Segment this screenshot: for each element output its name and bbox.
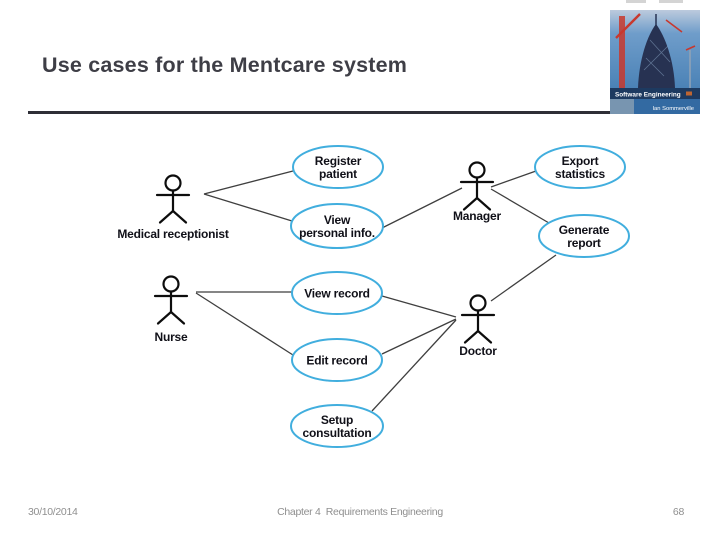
use-case-label: consultation bbox=[303, 426, 372, 440]
cover-author-band-corner bbox=[610, 99, 634, 114]
actor-manager: Manager bbox=[453, 161, 502, 223]
use-case-label: Generate bbox=[559, 223, 610, 237]
crane-icon bbox=[685, 45, 696, 88]
cover-title: Software Engineering bbox=[615, 92, 681, 99]
actor-label: Doctor bbox=[459, 344, 497, 358]
use-case-ellipse bbox=[290, 404, 384, 448]
actor-head bbox=[468, 161, 486, 179]
page-title: Use cases for the Mentcare system bbox=[42, 53, 408, 77]
edition-badge bbox=[686, 91, 692, 96]
slide-footer: 30/10/2014 Chapter 4 Requirements Engine… bbox=[0, 503, 720, 523]
use-case-label: report bbox=[567, 236, 601, 250]
actor-leg bbox=[475, 196, 492, 211]
actor-medical-receptionist: Medical receptionist bbox=[117, 174, 229, 241]
connector-view-personal-info-to-manager bbox=[381, 187, 463, 229]
actor-nurse: Nurse bbox=[153, 275, 188, 344]
actor-leg bbox=[171, 209, 188, 224]
use-case-label: personal info. bbox=[299, 226, 375, 240]
connector-manager-to-export-statistics bbox=[490, 170, 537, 188]
use-case-label: Edit record bbox=[306, 354, 367, 368]
actor-label: Manager bbox=[453, 209, 501, 223]
use-case-view-record: View record bbox=[291, 271, 383, 315]
use-case-label: Setup bbox=[321, 413, 353, 427]
connector-medical-receptionist-to-register-patient bbox=[203, 170, 294, 195]
actor-head bbox=[162, 275, 180, 293]
connector-manager-to-generate-report bbox=[490, 188, 550, 224]
connector-generate-report-to-doctor bbox=[490, 254, 557, 302]
window-artifact bbox=[626, 0, 646, 3]
use-case-label: Export bbox=[562, 154, 599, 168]
crane-icon bbox=[615, 13, 683, 88]
use-case-ellipse bbox=[534, 145, 626, 189]
use-case-label: View bbox=[324, 213, 351, 227]
actor-label: Nurse bbox=[154, 330, 188, 344]
connector-setup-consultation-to-doctor bbox=[371, 319, 457, 412]
connector-nurse-to-edit-record bbox=[195, 292, 294, 356]
use-case-ellipse bbox=[290, 203, 384, 249]
use-case-label: patient bbox=[319, 167, 357, 181]
use-case-edit-record: Edit record bbox=[291, 338, 383, 382]
use-case-ellipse bbox=[291, 338, 383, 382]
use-case-ellipse bbox=[291, 271, 383, 315]
connector-edit-record-to-doctor bbox=[381, 318, 457, 355]
use-case-label: Register bbox=[315, 154, 362, 168]
actor-head bbox=[469, 294, 487, 312]
actor-leg bbox=[462, 196, 479, 211]
window-artifact bbox=[659, 0, 683, 3]
use-case-ellipse bbox=[292, 145, 384, 189]
book-cover-image: Software Engineering Ian Sommerville bbox=[610, 10, 700, 114]
cover-title-band bbox=[610, 88, 700, 99]
title-divider bbox=[28, 111, 700, 114]
actor-leg bbox=[158, 209, 175, 224]
connector-medical-receptionist-to-view-personal-info bbox=[203, 193, 293, 222]
footer-chapter: Chapter 4 Requirements Engineering bbox=[277, 506, 443, 518]
actor-leg bbox=[463, 329, 480, 344]
use-case-ellipse bbox=[538, 214, 630, 258]
actor-leg bbox=[476, 329, 493, 344]
use-case-label: View record bbox=[304, 287, 370, 301]
footer-page-number: 68 bbox=[672, 506, 684, 518]
connector-view-record-to-doctor bbox=[381, 295, 457, 318]
use-case-label: statistics bbox=[555, 167, 606, 181]
building-icon bbox=[638, 14, 675, 88]
actor-leg bbox=[169, 310, 186, 325]
cover-author: Ian Sommerville bbox=[652, 106, 694, 112]
actor-leg bbox=[156, 310, 173, 325]
actor-label: Medical receptionist bbox=[117, 227, 229, 241]
footer-date: 30/10/2014 bbox=[28, 506, 78, 518]
actor-doctor: Doctor bbox=[459, 294, 497, 358]
actor-head bbox=[164, 174, 182, 192]
